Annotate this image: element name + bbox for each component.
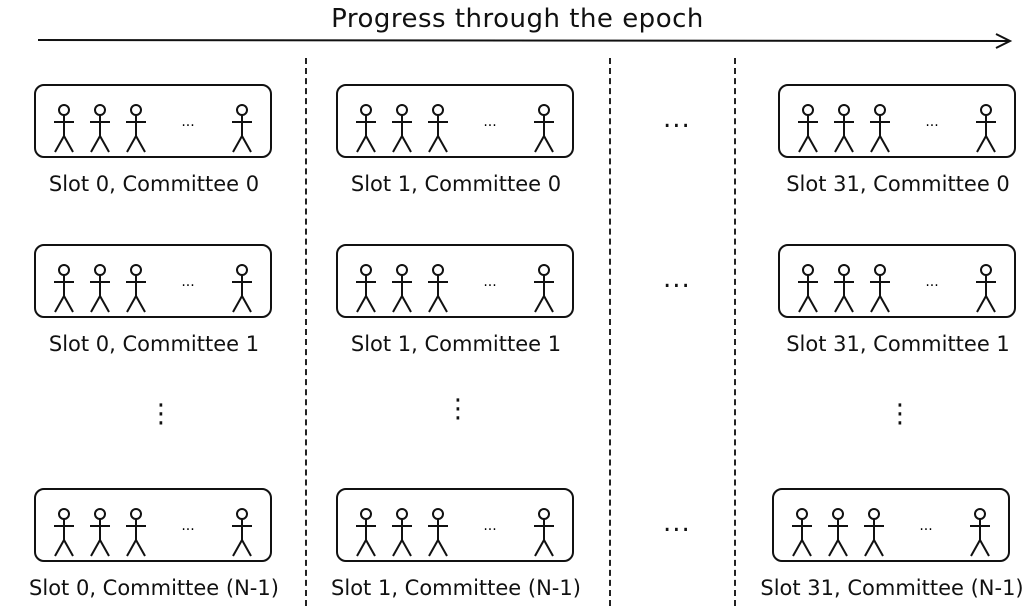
- validator-icon: [392, 264, 412, 313]
- committee-label: Slot 31, Committee 0: [786, 172, 1010, 196]
- validator-icon: [356, 104, 376, 153]
- validator-icon: [534, 104, 554, 153]
- validator-icon: [798, 104, 818, 153]
- validator-icon: [834, 264, 854, 313]
- validator-icon: [356, 508, 376, 557]
- committee-slot0-c1: ... Slot 0, Committee 1: [34, 244, 274, 356]
- validator-icon: [834, 104, 854, 153]
- committee-box: ...: [772, 488, 1010, 562]
- committee-slot31-cN: ... Slot 31, Committee (N-1): [760, 488, 1024, 600]
- box-ellipsis: ...: [181, 274, 194, 290]
- vertical-ellipsis: ⋮: [445, 394, 471, 424]
- validator-icon: [356, 264, 376, 313]
- validator-icon: [976, 104, 996, 153]
- committee-slot31-c1: ... Slot 31, Committee 1: [778, 244, 1018, 356]
- slot-divider-3: [734, 58, 736, 606]
- validator-icon: [232, 104, 252, 153]
- validator-icon: [126, 508, 146, 557]
- box-ellipsis: ...: [181, 114, 194, 130]
- validator-icon: [232, 264, 252, 313]
- committee-box: ...: [34, 488, 272, 562]
- committee-box: ...: [34, 244, 272, 318]
- validator-icon: [534, 508, 554, 557]
- validator-icon: [90, 104, 110, 153]
- diagram-title: Progress through the epoch: [331, 4, 704, 34]
- validator-icon: [864, 508, 884, 557]
- committee-slot1-c0: ... Slot 1, Committee 0: [336, 84, 576, 196]
- validator-icon: [870, 104, 890, 153]
- validator-icon: [54, 264, 74, 313]
- progress-arrow: [37, 33, 1013, 49]
- validator-icon: [90, 508, 110, 557]
- validator-icon: [792, 508, 812, 557]
- validator-icon: [392, 104, 412, 153]
- box-ellipsis: ...: [483, 274, 496, 290]
- box-ellipsis: ...: [925, 114, 938, 130]
- validator-icon: [534, 264, 554, 313]
- committee-box: ...: [778, 84, 1016, 158]
- committee-slot1-cN: ... Slot 1, Committee (N-1): [331, 488, 581, 600]
- slot-divider-1: [305, 58, 307, 606]
- validator-icon: [428, 508, 448, 557]
- validator-icon: [54, 104, 74, 153]
- validator-icon: [126, 104, 146, 153]
- committee-label: Slot 0, Committee (N-1): [29, 576, 279, 600]
- committee-label: Slot 1, Committee (N-1): [331, 576, 581, 600]
- committee-slot1-c1: ... Slot 1, Committee 1: [336, 244, 576, 356]
- validator-icon: [54, 508, 74, 557]
- box-ellipsis: ...: [919, 518, 932, 534]
- committee-label: Slot 0, Committee 1: [48, 332, 260, 356]
- vertical-ellipsis: ⋮: [148, 399, 174, 429]
- box-ellipsis: ...: [181, 518, 194, 534]
- committee-slot0-cN: ... Slot 0, Committee (N-1): [29, 488, 279, 600]
- validator-icon: [428, 104, 448, 153]
- slot-divider-2: [609, 58, 611, 606]
- committee-label: Slot 31, Committee 1: [786, 332, 1010, 356]
- committee-box: ...: [336, 84, 574, 158]
- validator-icon: [428, 264, 448, 313]
- validator-icon: [232, 508, 252, 557]
- validator-icon: [392, 508, 412, 557]
- box-ellipsis: ...: [483, 518, 496, 534]
- validator-icon: [870, 264, 890, 313]
- validator-icon: [828, 508, 848, 557]
- validator-icon: [976, 264, 996, 313]
- box-ellipsis: ...: [925, 274, 938, 290]
- validator-icon: [126, 264, 146, 313]
- horizontal-ellipsis: ...: [663, 264, 691, 294]
- committee-slot31-c0: ... Slot 31, Committee 0: [778, 84, 1018, 196]
- committee-label: Slot 31, Committee (N-1): [760, 576, 1024, 600]
- committee-slot0-c0: ... Slot 0, Committee 0: [34, 84, 274, 196]
- committee-box: ...: [336, 488, 574, 562]
- horizontal-ellipsis: ...: [663, 508, 691, 538]
- committee-label: Slot 0, Committee 0: [48, 172, 260, 196]
- committee-label: Slot 1, Committee 0: [350, 172, 562, 196]
- box-ellipsis: ...: [483, 114, 496, 130]
- committee-label: Slot 1, Committee 1: [350, 332, 562, 356]
- validator-icon: [970, 508, 990, 557]
- horizontal-ellipsis: ...: [663, 104, 691, 134]
- validator-icon: [90, 264, 110, 313]
- committee-box: ...: [336, 244, 574, 318]
- validator-icon: [798, 264, 818, 313]
- vertical-ellipsis: ⋮: [887, 399, 913, 429]
- committee-box: ...: [34, 84, 272, 158]
- committee-box: ...: [778, 244, 1016, 318]
